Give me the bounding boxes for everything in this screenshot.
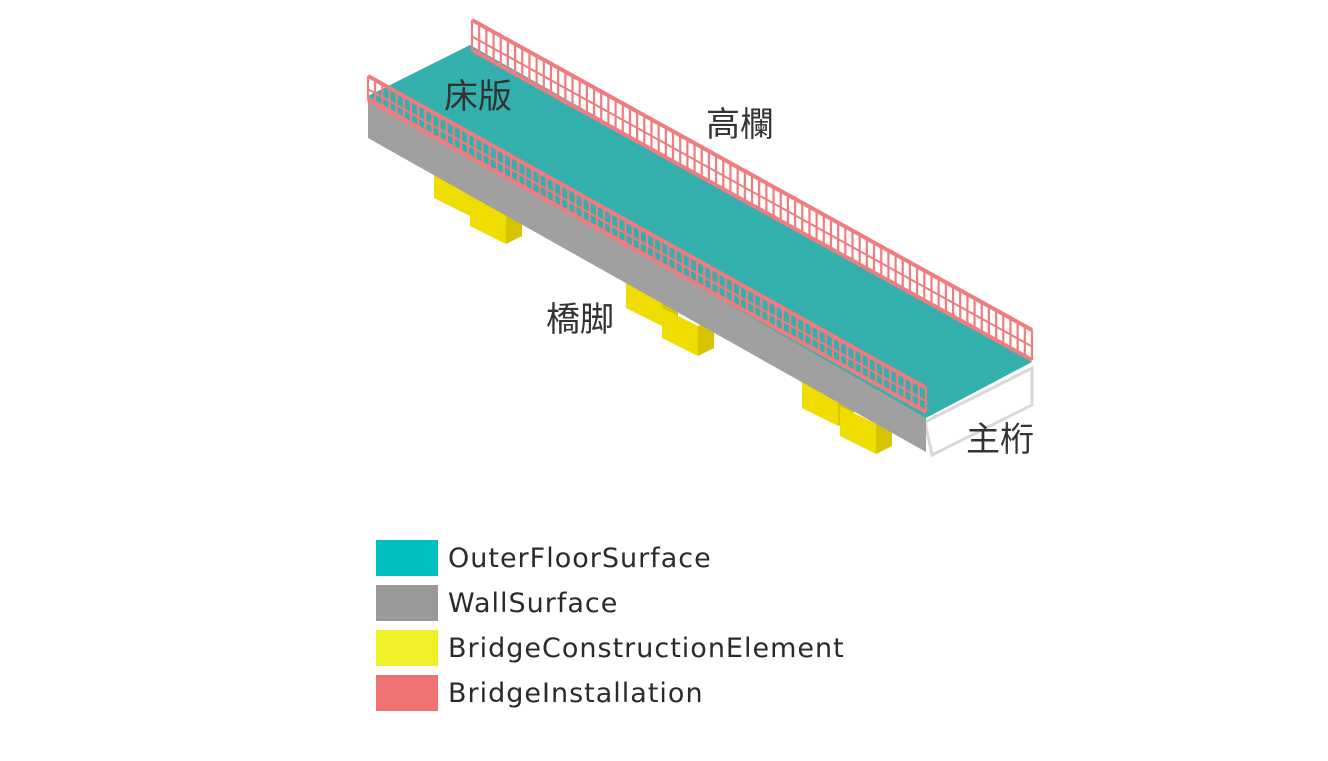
legend: OuterFloorSurface WallSurface BridgeCons… <box>376 538 845 718</box>
legend-label: BridgeInstallation <box>448 677 704 709</box>
label-railing: 高欄 <box>706 105 774 145</box>
railing-near <box>366 74 928 414</box>
legend-item-wall: WallSurface <box>376 583 845 623</box>
legend-label: OuterFloorSurface <box>448 542 712 574</box>
legend-item-outer-floor: OuterFloorSurface <box>376 538 845 578</box>
legend-swatch <box>376 540 438 576</box>
label-main-girder: 主桁 <box>966 420 1034 460</box>
railing-far <box>470 18 1034 362</box>
legend-label: BridgeConstructionElement <box>448 632 845 664</box>
legend-swatch <box>376 585 438 621</box>
bridge-diagram <box>366 18 1034 458</box>
floor-slab-deck <box>368 45 1032 418</box>
label-pier: 橋脚 <box>546 300 614 340</box>
legend-swatch <box>376 630 438 666</box>
legend-item-installation: BridgeInstallation <box>376 673 845 713</box>
wall-surface <box>368 96 926 452</box>
label-floor-slab: 床版 <box>444 77 512 117</box>
legend-swatch <box>376 675 438 711</box>
main-girder-end <box>923 365 1034 458</box>
legend-item-construction: BridgeConstructionElement <box>376 628 845 668</box>
legend-label: WallSurface <box>448 587 619 619</box>
